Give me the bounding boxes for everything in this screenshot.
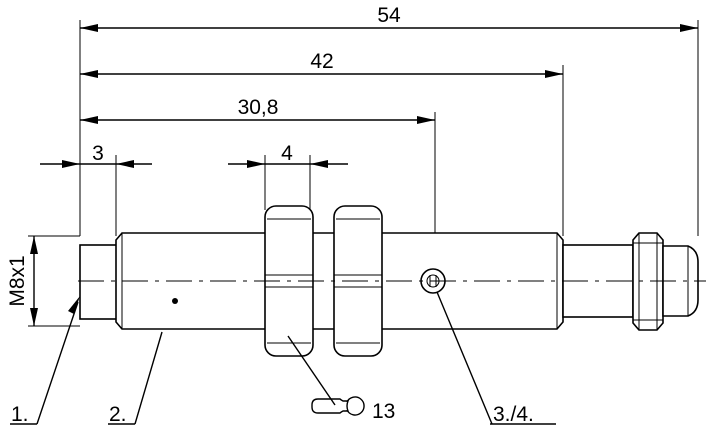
dimension-sensing-face: 3 xyxy=(40,142,152,168)
wrench-size-callout: 13 xyxy=(287,335,395,423)
dimension-label-3: 3 xyxy=(92,142,104,165)
dimension-overall-length: 54 xyxy=(80,4,698,32)
wrench-size-label: 13 xyxy=(372,400,395,423)
dimension-thread-length: 42 xyxy=(80,50,563,78)
callout-1: 1. xyxy=(10,296,80,426)
marking-dot xyxy=(172,298,178,304)
dimension-thread-size: M8x1 xyxy=(6,236,38,326)
callout-3-4: 3./4. xyxy=(436,291,556,426)
dimension-nut-width: 4 xyxy=(228,142,348,168)
callout-2: 2. xyxy=(108,331,163,426)
callout-label-1: 1. xyxy=(11,403,29,426)
dimension-led-position: 30,8 xyxy=(80,96,435,124)
dimension-label-42: 42 xyxy=(310,50,333,73)
dimension-label-m8x1: M8x1 xyxy=(6,255,29,306)
callout-label-2: 2. xyxy=(109,403,127,426)
dimension-label-54: 54 xyxy=(377,4,401,27)
sensor-body xyxy=(78,205,706,357)
wrench-icon xyxy=(311,396,365,416)
connector-end xyxy=(662,245,699,317)
dimension-label-4: 4 xyxy=(281,142,293,165)
connector-knurl xyxy=(632,232,664,331)
callout-label-3-4: 3./4. xyxy=(493,403,534,426)
dimension-label-30-8: 30,8 xyxy=(238,96,279,119)
sensing-face xyxy=(79,244,121,320)
